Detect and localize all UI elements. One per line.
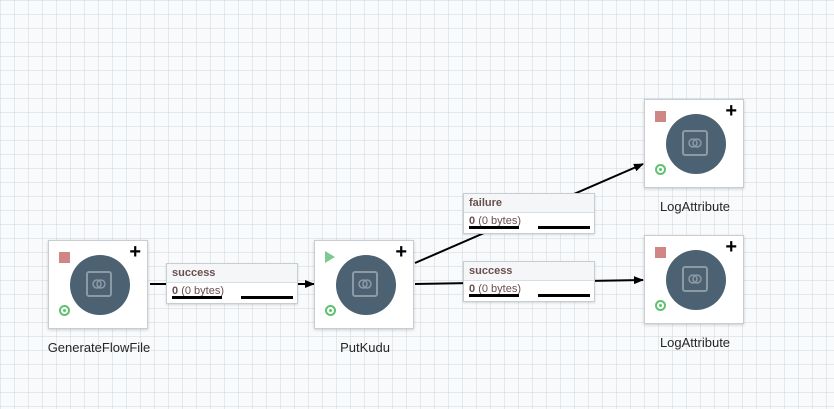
stop-icon bbox=[655, 111, 666, 122]
plus-icon[interactable]: + bbox=[725, 100, 737, 122]
queue-size: (0 bytes) bbox=[478, 215, 521, 227]
connection-relationship: success bbox=[167, 264, 297, 283]
queue-count: 0 bbox=[469, 215, 476, 227]
queue-bar-count bbox=[172, 296, 222, 299]
queue-bar-count bbox=[469, 294, 519, 297]
valid-icon bbox=[655, 164, 666, 175]
connection-success-generate[interactable]: success 0 (0 bytes) bbox=[166, 263, 298, 304]
connection-relationship: success bbox=[464, 262, 594, 281]
plus-icon[interactable]: + bbox=[725, 236, 737, 258]
plus-icon[interactable]: + bbox=[395, 241, 407, 263]
connection-queue: 0 (0 bytes) bbox=[167, 283, 297, 299]
stop-icon bbox=[59, 252, 70, 263]
connection-queue: 0 (0 bytes) bbox=[464, 281, 594, 297]
queue-bar-size bbox=[241, 296, 293, 299]
valid-icon bbox=[325, 305, 336, 316]
valid-icon bbox=[59, 305, 70, 316]
queue-count: 0 bbox=[172, 285, 179, 297]
processor-logattribute-bottom[interactable]: + bbox=[644, 235, 744, 324]
connection-queue: 0 (0 bytes) bbox=[464, 213, 594, 229]
processor-putkudu[interactable]: + bbox=[314, 240, 414, 329]
processor-name: GenerateFlowFile bbox=[47, 340, 151, 355]
queue-bar-size bbox=[538, 226, 590, 229]
processor-name: PutKudu bbox=[340, 340, 390, 355]
queue-bar-size bbox=[538, 294, 590, 297]
processor-icon bbox=[666, 114, 726, 174]
processor-name: LogAttribute bbox=[659, 335, 731, 350]
processor-icon bbox=[336, 255, 396, 315]
play-icon bbox=[325, 251, 335, 263]
queue-size: (0 bytes) bbox=[478, 283, 521, 295]
processor-logattribute-top[interactable]: + bbox=[644, 99, 744, 188]
plus-icon[interactable]: + bbox=[129, 241, 141, 263]
queue-bar-count bbox=[469, 226, 519, 229]
stop-icon bbox=[655, 247, 666, 258]
processor-icon bbox=[70, 255, 130, 315]
processor-name: LogAttribute bbox=[659, 199, 731, 214]
processor-generateflowfile[interactable]: + bbox=[48, 240, 148, 329]
connection-failure[interactable]: failure 0 (0 bytes) bbox=[463, 193, 595, 234]
processor-glyph-icon bbox=[682, 130, 708, 156]
queue-count: 0 bbox=[469, 283, 476, 295]
processor-icon bbox=[666, 250, 726, 310]
connection-relationship: failure bbox=[464, 194, 594, 213]
processor-glyph-icon bbox=[352, 271, 378, 297]
connection-success-putkudu[interactable]: success 0 (0 bytes) bbox=[463, 261, 595, 302]
valid-icon bbox=[655, 300, 666, 311]
queue-size: (0 bytes) bbox=[181, 285, 224, 297]
processor-glyph-icon bbox=[682, 266, 708, 292]
processor-glyph-icon bbox=[86, 271, 112, 297]
